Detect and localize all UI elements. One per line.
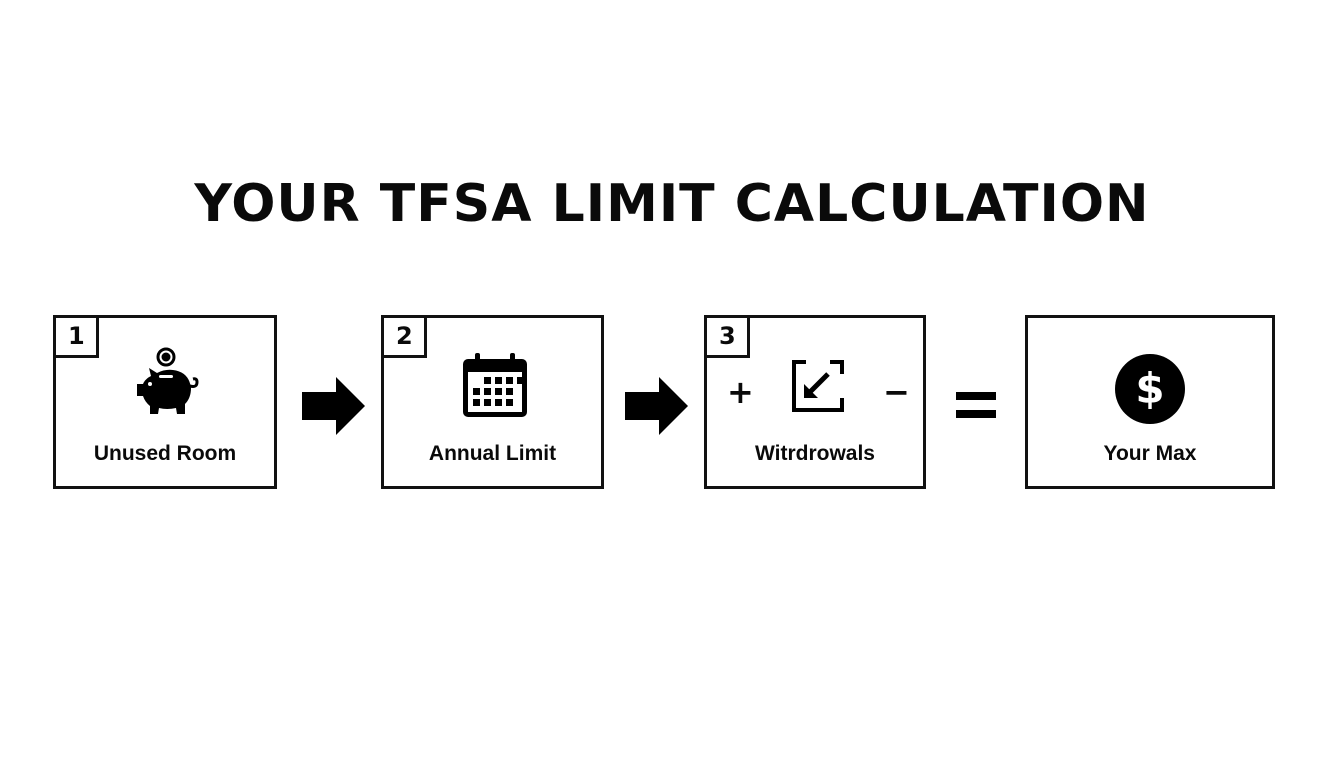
piggy-bank-icon <box>137 347 199 414</box>
equals-sign <box>956 392 996 418</box>
step-box-unused-room: 1 Unused Room <box>53 315 277 489</box>
calendar-icon <box>463 353 527 417</box>
minus-sign: − <box>883 373 910 411</box>
step-label: Witrdrowals <box>755 442 875 465</box>
step-label: Unused Room <box>93 442 237 465</box>
step-number-badge: 3 <box>704 315 750 358</box>
result-box-your-max: $ Your Max <box>1025 315 1275 489</box>
step-box-annual-limit: 2 Annual Limit <box>381 315 604 489</box>
step-label: Annual Limit <box>428 442 557 465</box>
dollar-circle-icon: $ <box>1115 354 1185 424</box>
right-arrow-icon <box>302 377 365 435</box>
diagram-title: YOUR TFSA LIMIT CALCULATION <box>194 174 1150 234</box>
withdraw-arrow-icon <box>792 360 844 412</box>
step-number-badge: 1 <box>53 315 99 358</box>
step-number-badge: 2 <box>381 315 427 358</box>
plus-sign: + <box>727 373 754 411</box>
right-arrow-icon <box>625 377 688 435</box>
svg-text:$: $ <box>1135 364 1164 413</box>
result-label: Your Max <box>1103 442 1197 465</box>
step-box-withdrawals: 3 + − Witrdrowals <box>704 315 926 489</box>
